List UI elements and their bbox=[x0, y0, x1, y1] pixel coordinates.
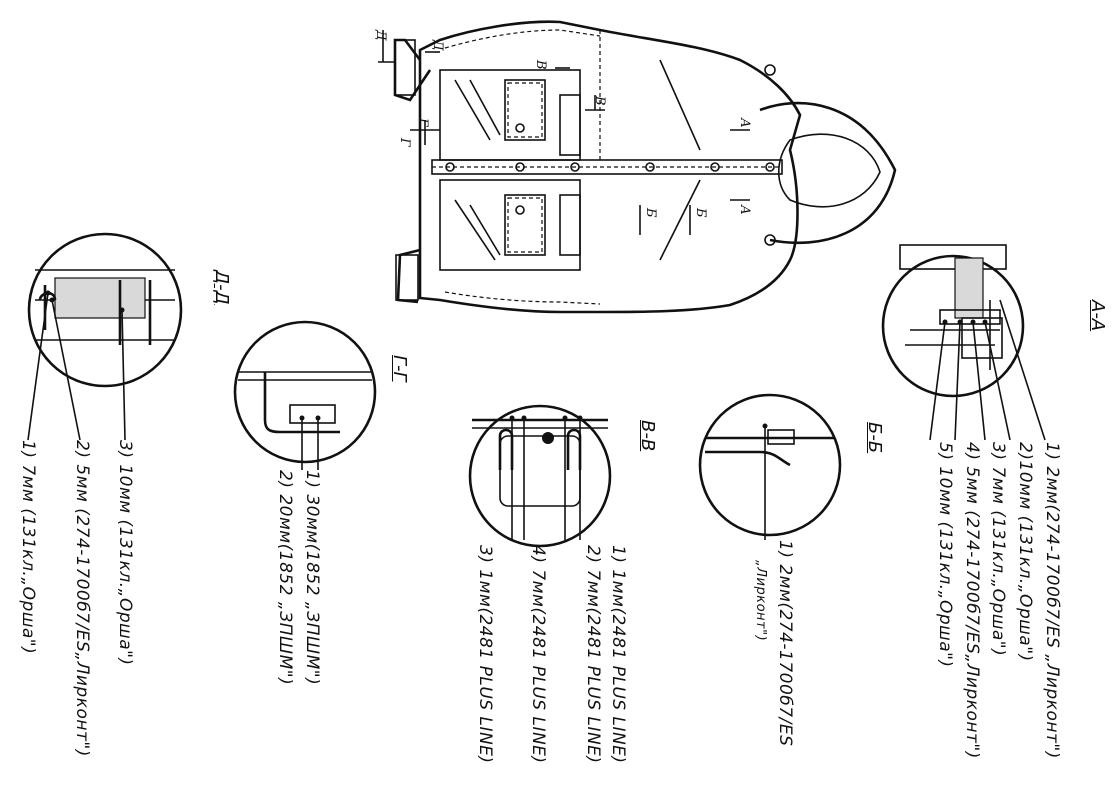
section-title-VV: В-В bbox=[637, 420, 658, 452]
gg-label-2: 2) 20мм(1852 „ЗПШМ") bbox=[275, 470, 295, 686]
detail-DD-circle bbox=[27, 232, 183, 441]
dd-label-2: 2) 5мм (274-1700б7/ES„Лирконт") bbox=[72, 440, 92, 757]
detail-GG-circle bbox=[233, 320, 377, 470]
section-title-DD: Д-Д bbox=[211, 270, 232, 305]
cut-mark-B2: Б bbox=[693, 208, 708, 218]
aa-label-2: 2)10мм (131кл.„Орша") bbox=[1015, 442, 1035, 662]
bb-label-1-cont: „Лирконт") bbox=[753, 560, 768, 642]
cut-mark-D2: Д bbox=[430, 40, 445, 51]
aa-label-3: 3) 7мм (131кл.„Орша") bbox=[988, 442, 1008, 657]
section-title-BB: Б-Б bbox=[864, 422, 885, 454]
vv-label-2: 2) 7мм(2481 PLUS LINE) bbox=[583, 545, 603, 764]
dd-label-3: 3) 10мм (131кл.„Орша") bbox=[115, 440, 135, 666]
vv-label-1: 1) 1мм(2481 PLUS LINE) bbox=[608, 545, 628, 764]
detail-VV-circle bbox=[468, 404, 612, 548]
section-title-GG: Г-Г bbox=[389, 355, 410, 382]
section-title-AA: А-А bbox=[1087, 300, 1108, 332]
cut-mark-G2: Г bbox=[397, 138, 412, 147]
gg-label-1: 1) 30мм(1852 „ЗПШМ") bbox=[302, 470, 322, 686]
cut-mark-G1: Г bbox=[415, 118, 430, 127]
vv-label-4: 4) 7мм(2481 PLUS LINE) bbox=[528, 545, 548, 764]
cut-mark-V2: В bbox=[592, 96, 607, 106]
bb-label-1: 1) 2мм(274-1700б7/ES bbox=[775, 540, 795, 747]
dd-label-1: 1) 7мм (131кл.„Орша") bbox=[18, 440, 38, 655]
cut-mark-A2: А bbox=[737, 205, 752, 215]
detail-AA-circle bbox=[881, 244, 1046, 441]
aa-label-4: 4) 5мм (274-1700б7/ES„Лирконт") bbox=[962, 442, 982, 759]
detail-BB-circle bbox=[698, 393, 842, 540]
cut-mark-D1: Д bbox=[373, 30, 388, 41]
aa-label-5: 5) 10мм (131кл.„Орша") bbox=[935, 442, 955, 668]
aa-label-1: 1) 2мм(274-1700б7/ES „Лирконт") bbox=[1042, 442, 1062, 759]
cut-mark-B1: Б bbox=[643, 208, 658, 218]
jacket-outline bbox=[393, 20, 897, 314]
section-cut-lines bbox=[378, 30, 750, 235]
cut-mark-V1: В bbox=[533, 60, 548, 70]
cut-mark-A1: А bbox=[737, 118, 752, 128]
vv-label-3: 3) 1мм(2481 PLUS LINE) bbox=[475, 545, 495, 764]
